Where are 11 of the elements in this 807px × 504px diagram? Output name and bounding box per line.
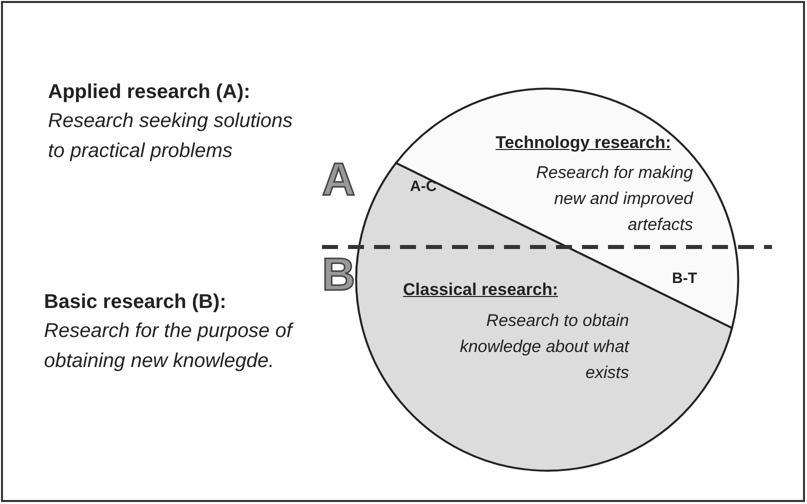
description: Research seeking solutions to practical problems xyxy=(48,109,294,164)
zone-letter: B xyxy=(322,251,356,297)
heading: Basic research (B): xyxy=(44,290,226,314)
heading: Applied research (A): xyxy=(48,80,250,104)
segment-heading: Technology research: xyxy=(496,133,671,153)
segment-description: Research for making new and improved artefacts xyxy=(535,162,693,236)
segment-description: Research to obtain knowledge about what exists xyxy=(458,310,629,384)
zone-letter: A xyxy=(322,156,356,202)
segment-tag: B-T xyxy=(672,270,697,287)
description: Research for the purpose of obtaining new knowlegde. xyxy=(44,319,294,374)
segment-heading: Classical research: xyxy=(403,280,558,300)
